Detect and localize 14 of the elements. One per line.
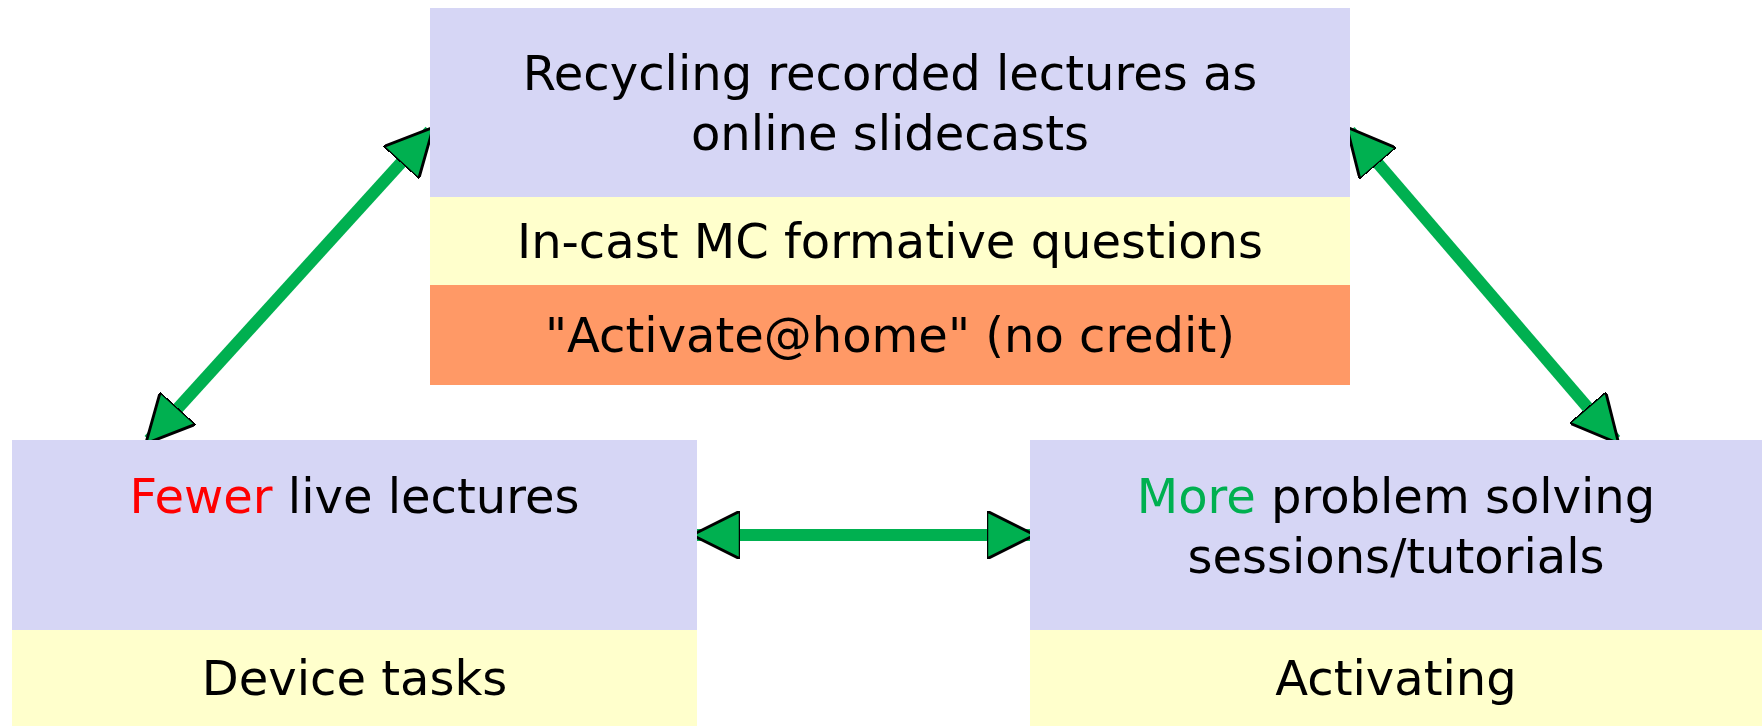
box-text: Device tasks (201, 649, 508, 708)
box-text: Fewer live lectures (129, 467, 580, 526)
topic-box (12, 440, 697, 630)
topic-box (1030, 440, 1762, 630)
topic-box (430, 8, 1350, 197)
topic-box (1030, 630, 1762, 726)
box-text: "Activate@home" (no credit) (545, 306, 1235, 365)
box-text: In-cast MC formative questions (516, 212, 1263, 271)
topic-box (12, 630, 697, 726)
box-text: More problem solving sessions/tutorials (1135, 467, 1657, 586)
topic-box (430, 197, 1350, 285)
box-text: Recycling recorded lectures as online slidecasts (521, 43, 1259, 163)
topic-box (430, 285, 1350, 385)
box-text: Activating (1275, 649, 1517, 708)
